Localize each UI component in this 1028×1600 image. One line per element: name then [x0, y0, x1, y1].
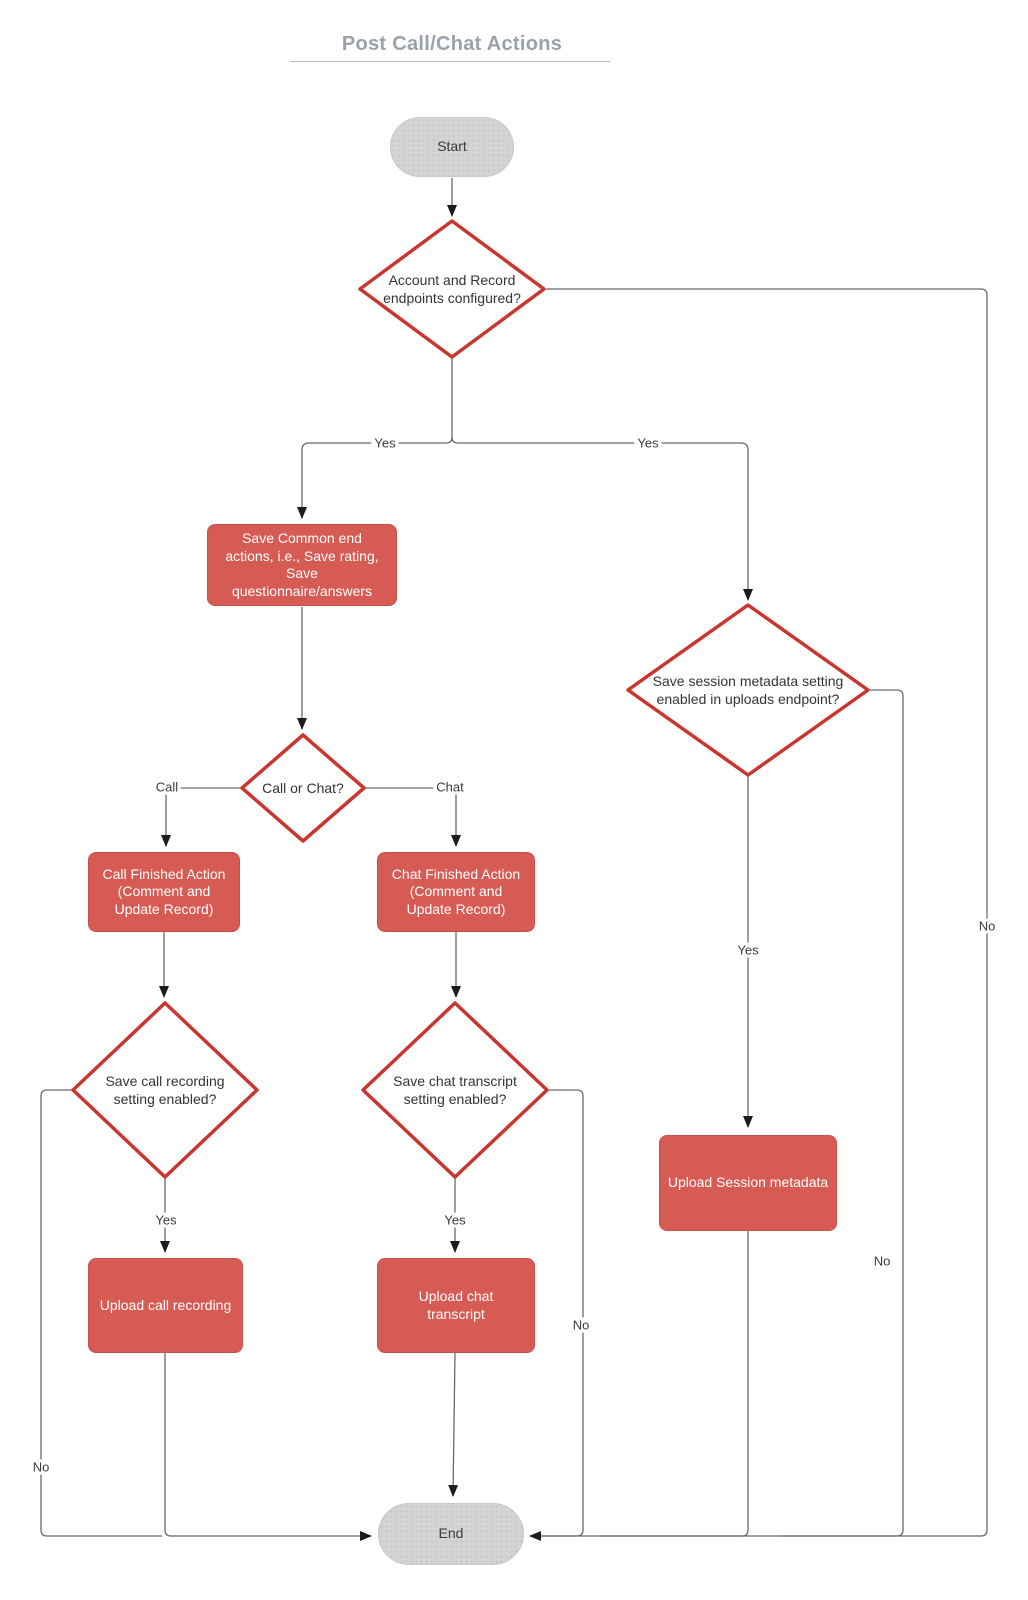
process-upload-call-recording-label: Upload call recording — [99, 1296, 232, 1313]
process-upload-call-recording: Upload call recording — [88, 1258, 243, 1353]
decision-call-recording: Save call recording setting enabled? — [105, 1072, 225, 1107]
label-no-endpoints: No — [975, 918, 999, 934]
process-save-common: Save Common end actions, i.e., Save rati… — [207, 524, 397, 606]
label-yes-session-metadata: Yes — [734, 942, 762, 958]
label-yes-chat-transcript: Yes — [441, 1212, 469, 1228]
label-chat: Chat — [433, 779, 467, 795]
process-chat-finished-label: Chat Finished Action (Comment and Update… — [391, 865, 521, 917]
process-upload-chat-transcript-label: Upload chat transcript — [418, 1288, 494, 1322]
label-call: Call — [152, 779, 182, 795]
start-label: Start — [437, 138, 467, 155]
end-label: End — [438, 1525, 464, 1542]
edge-no-session-metadata — [780, 689, 904, 1537]
decision-session-metadata: Save session metadata setting enabled in… — [652, 672, 844, 707]
process-save-common-label: Save Common end actions, i.e., Save rati… — [225, 530, 379, 599]
edge-no-endpoints-to-end — [529, 288, 988, 1541]
process-upload-session-metadata: Upload Session metadata — [659, 1135, 837, 1231]
decision-endpoints-shape — [358, 219, 546, 359]
process-call-finished: Call Finished Action (Comment and Update… — [88, 852, 240, 932]
edge-upload-call-to-end — [164, 1353, 372, 1541]
process-call-finished-label: Call Finished Action (Comment and Update… — [102, 865, 226, 917]
label-no-session-metadata: No — [870, 1253, 894, 1269]
process-upload-session-metadata-label: Upload Session metadata — [667, 1174, 829, 1191]
decision-call-recording-shape — [71, 1001, 259, 1179]
label-no-call-recording: No — [29, 1459, 53, 1475]
start-node: Start — [390, 117, 514, 177]
decision-chat-transcript: Save chat transcript setting enabled? — [393, 1072, 517, 1107]
decision-chat-transcript-shape — [361, 1001, 549, 1179]
decision-call-or-chat: Call or Chat? — [262, 779, 344, 796]
edge-chat-branch — [362, 787, 461, 847]
page-title: Post Call/Chat Actions — [341, 33, 563, 55]
decision-endpoints: Account and Record endpoints configured? — [383, 271, 521, 306]
label-yes-right: Yes — [634, 435, 662, 451]
process-chat-finished: Chat Finished Action (Comment and Update… — [377, 852, 535, 932]
process-upload-chat-transcript: Upload chat transcript — [377, 1258, 535, 1353]
title-underline — [290, 61, 610, 62]
label-yes-call-recording: Yes — [152, 1212, 180, 1228]
edge-yes-to-session-metadata-decision — [451, 436, 753, 601]
decision-session-metadata-shape — [626, 603, 870, 777]
edge-upload-session-to-end — [600, 1231, 749, 1537]
edge-no-chat-transcript — [535, 1089, 584, 1537]
edge-no-call-recording — [40, 1089, 162, 1537]
label-yes-left: Yes — [371, 435, 399, 451]
label-no-chat-transcript: No — [569, 1317, 593, 1333]
end-node: End — [378, 1503, 524, 1565]
edge-call-branch — [161, 787, 244, 847]
edge-upload-chat-to-end — [448, 1352, 459, 1497]
decision-call-or-chat-shape — [240, 733, 366, 843]
